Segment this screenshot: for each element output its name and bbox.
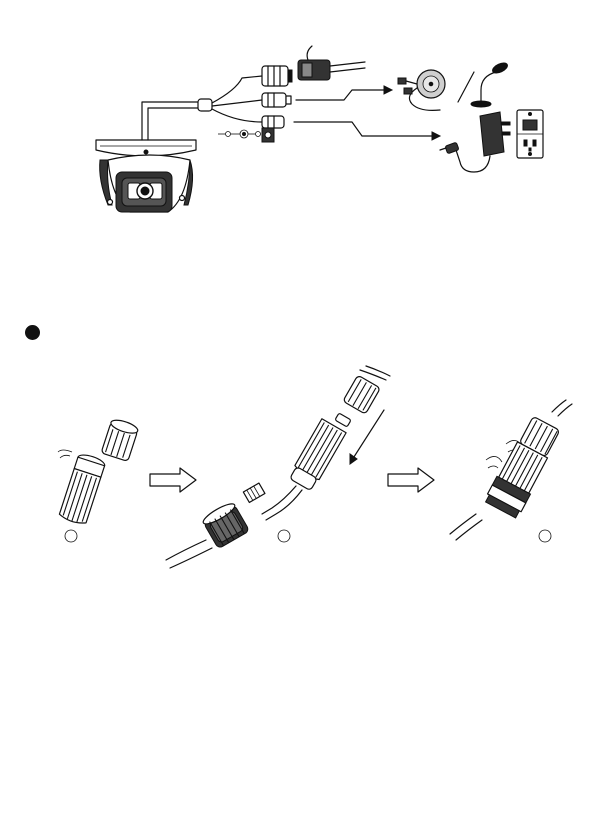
wall-outlet-icon	[517, 110, 543, 158]
pickup-microphone-icon	[398, 70, 445, 110]
step-3-illustration	[450, 400, 572, 542]
step-3-circle	[539, 530, 551, 542]
step-arrow-2-icon	[388, 468, 434, 492]
cable-splitter-icon	[198, 99, 212, 111]
audio-connector-icon	[262, 93, 291, 107]
gooseneck-microphone-icon	[471, 61, 509, 107]
step-2-circle	[278, 530, 290, 542]
step-2-illustration	[166, 366, 390, 568]
section-bullet	[25, 325, 40, 340]
dome-camera-icon	[96, 140, 196, 212]
power-connector-icon	[262, 116, 284, 128]
step-1-circle	[65, 530, 77, 542]
step-1-illustration	[58, 418, 139, 542]
wiring-diagram	[0, 0, 596, 230]
network-plug-icon	[298, 46, 365, 80]
network-connector-icon	[262, 66, 292, 86]
polarity-symbol-icon	[218, 128, 274, 142]
step-arrow-1-icon	[150, 468, 196, 492]
power-adapter-icon	[440, 112, 510, 172]
waterproof-connector-steps	[0, 360, 596, 580]
